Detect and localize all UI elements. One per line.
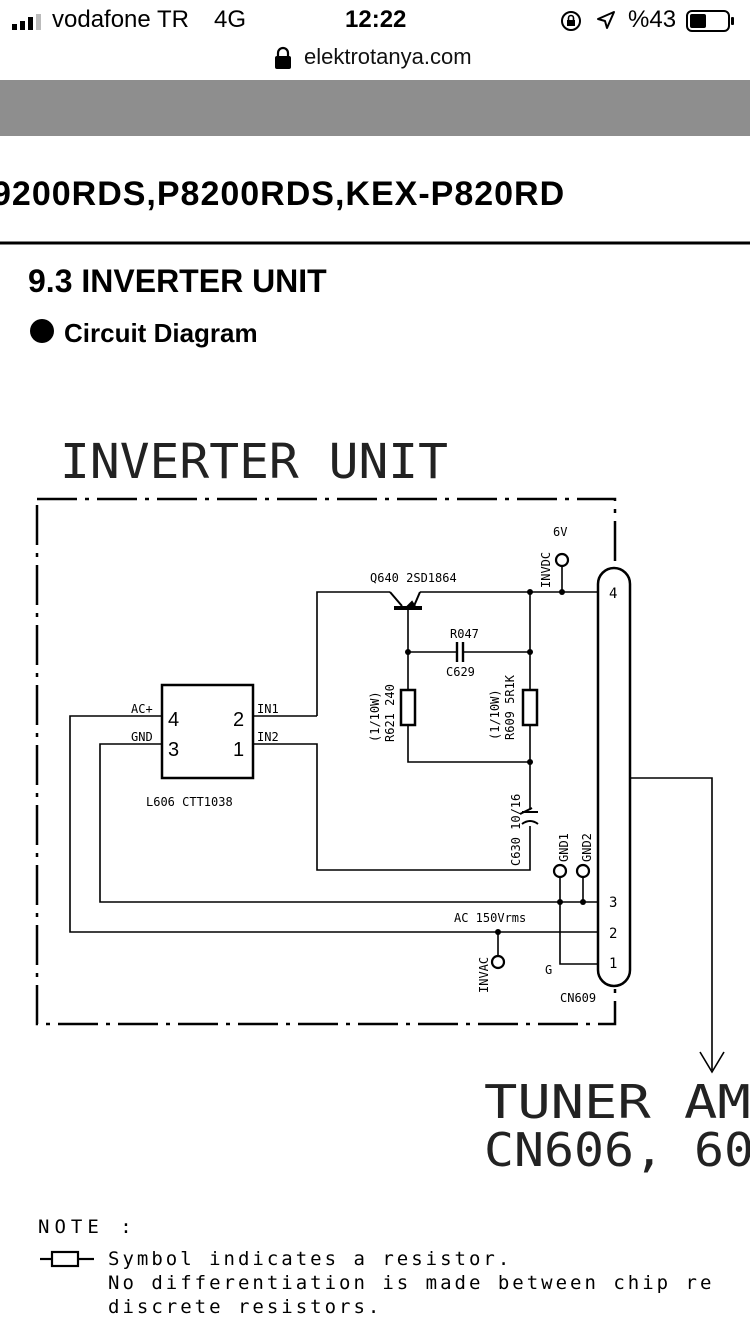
location-arrow-icon bbox=[596, 10, 616, 35]
cn609-label: CN609 bbox=[560, 991, 596, 1005]
v6-label: 6V bbox=[553, 525, 567, 539]
r621-resistor-icon bbox=[399, 688, 417, 727]
clock: 12:22 bbox=[345, 6, 407, 33]
gnd1-label: GND1 bbox=[557, 833, 571, 862]
ic-pin3-label: 3 bbox=[168, 739, 179, 761]
g-label: G bbox=[545, 963, 552, 977]
cn609-pin1-label: 1 bbox=[609, 956, 617, 972]
note-title: NOTE : bbox=[38, 1216, 137, 1238]
cn606-label: CN606, 607 bbox=[484, 1123, 750, 1177]
lock-icon bbox=[274, 46, 292, 75]
network-type: 4G bbox=[214, 6, 247, 33]
invdc-label: INVDC bbox=[539, 552, 553, 588]
junction-dots bbox=[405, 589, 586, 935]
bullet-icon bbox=[30, 319, 54, 343]
battery-percent: %43 bbox=[628, 6, 677, 33]
r047-label: R047 bbox=[450, 627, 479, 641]
c629-label: C629 bbox=[446, 665, 475, 679]
cn609-connector bbox=[596, 566, 632, 988]
q640-label: Q640 2SD1864 bbox=[370, 571, 457, 585]
cn609-pin4-label: 4 bbox=[609, 586, 617, 602]
carrier-name: vodafone TR bbox=[52, 6, 189, 33]
invac-label: INVAC bbox=[477, 957, 491, 993]
gnd2-label: GND2 bbox=[580, 833, 594, 862]
signal-bars-icon bbox=[12, 14, 46, 30]
battery-icon bbox=[686, 10, 736, 37]
schematic-canvas: 9200RDS,P8200RDS,KEX-P820RD 9.3 INVERTER… bbox=[0, 175, 750, 1318]
browser-toolbar-band bbox=[0, 80, 750, 136]
invac-testpoint-icon bbox=[490, 954, 506, 970]
url-bar[interactable]: elektrotanya.com bbox=[0, 40, 750, 80]
url-domain[interactable]: elektrotanya.com bbox=[304, 44, 472, 69]
status-bar: vodafone TR 4G 12:22 %43 bbox=[0, 0, 750, 40]
note-line3: discrete resistors. bbox=[108, 1296, 382, 1318]
orientation-lock-icon bbox=[560, 10, 582, 37]
ic-pin4-label: 4 bbox=[168, 709, 179, 731]
ac150-label: AC 150Vrms bbox=[454, 911, 526, 925]
gnd-label: GND bbox=[131, 730, 153, 744]
section-title: 9.3 INVERTER UNIT bbox=[28, 263, 327, 299]
note-line1: Symbol indicates a resistor. bbox=[108, 1248, 512, 1270]
ic-pin1-label: 1 bbox=[233, 739, 244, 761]
resistor-symbol-icon bbox=[40, 1250, 94, 1268]
subsection-title: Circuit Diagram bbox=[64, 318, 258, 348]
in1-label: IN1 bbox=[257, 702, 279, 716]
l606-label: L606 CTT1038 bbox=[146, 795, 233, 809]
q640-transistor-icon bbox=[389, 591, 422, 610]
gnd1-testpoint-icon bbox=[552, 863, 568, 879]
in2-label: IN2 bbox=[257, 730, 279, 744]
c630-capacitor-icon bbox=[519, 807, 539, 825]
r609-resistor-icon bbox=[521, 688, 539, 727]
l606-ic bbox=[160, 683, 255, 780]
cn609-pin3-label: 3 bbox=[609, 895, 617, 911]
cn609-pin2-label: 2 bbox=[609, 926, 617, 942]
r621-label: R621 240 bbox=[383, 684, 397, 742]
ic-pin2-label: 2 bbox=[233, 709, 244, 731]
note-line2: No differentiation is made between chip … bbox=[108, 1272, 714, 1294]
diagram-title: INVERTER UNIT bbox=[60, 434, 448, 490]
r609-label: R609 5R1K bbox=[503, 674, 517, 740]
tuner-amp-label: TUNER AMP bbox=[484, 1075, 750, 1129]
models-header: 9200RDS,P8200RDS,KEX-P820RD bbox=[0, 175, 565, 213]
document-page[interactable]: 9200RDS,P8200RDS,KEX-P820RD 9.3 INVERTER… bbox=[0, 136, 750, 1334]
ac-plus-label: AC+ bbox=[131, 702, 153, 716]
r621-rating-label: (1/10W) bbox=[368, 691, 382, 742]
gnd2-testpoint-icon bbox=[575, 863, 591, 879]
c630-label: C630 10/16 bbox=[509, 794, 523, 866]
r609-rating-label: (1/10W) bbox=[488, 689, 502, 740]
invdc-testpoint-icon bbox=[554, 552, 570, 568]
wiring bbox=[69, 566, 725, 1074]
